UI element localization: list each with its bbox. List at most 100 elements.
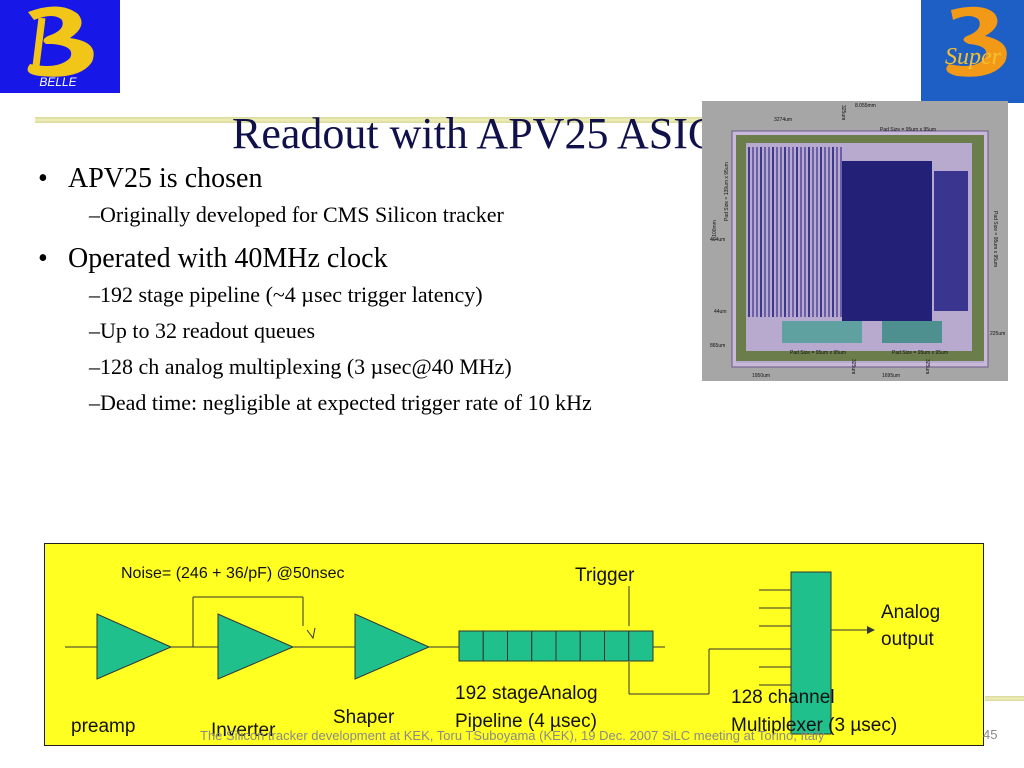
sub-bullet-glyph: – xyxy=(89,390,100,415)
sub-bullet-text: 192 stage pipeline (~4 µsec trigger late… xyxy=(100,282,483,307)
chip-label-404: 404um xyxy=(710,237,725,243)
sub-bullet-glyph: – xyxy=(89,202,100,227)
belle-logo-graphic: BELLE xyxy=(0,0,120,93)
chip-column xyxy=(776,147,778,317)
pipeline-label-line-1: 192 stageAnalog xyxy=(455,683,598,704)
chip-label-1950: 1950um xyxy=(752,373,770,379)
title-rule xyxy=(35,117,775,123)
pipeline-cell xyxy=(458,630,484,662)
chip-column xyxy=(816,147,818,317)
chip-pad-ring xyxy=(736,135,984,361)
analog-output-label: Analog output xyxy=(881,599,940,653)
sub-bullet-item: –192 stage pipeline (~4 µsec trigger lat… xyxy=(38,280,679,310)
pipeline-cell xyxy=(628,630,654,662)
chip-label-325a: 325um xyxy=(850,359,856,374)
chip-label-865: 865um xyxy=(710,343,725,349)
chip-column xyxy=(796,147,798,317)
super-belle-logo: Super xyxy=(921,0,1024,103)
sub-bullet-glyph: – xyxy=(89,354,100,379)
bullet-item: •Operated with 40MHz clock xyxy=(38,240,698,278)
chip-label-height: 7.100mm xyxy=(712,220,718,241)
chip-label-pad-left: Pad Size = 139um x 95um xyxy=(724,162,730,221)
chip-label-44: 44um xyxy=(714,309,727,315)
chip-column xyxy=(820,147,822,317)
chip-column xyxy=(792,147,794,317)
output-arrowhead xyxy=(867,626,875,634)
sub-bullet-item: –Dead time: negligible at expected trigg… xyxy=(38,388,679,418)
chip-label-325b: 325um xyxy=(924,359,930,374)
belle-logo: BELLE xyxy=(0,0,120,93)
belle-logo-text: BELLE xyxy=(39,75,77,89)
footer-rule xyxy=(985,696,1024,701)
bullet-text: Operated with 40MHz clock xyxy=(68,243,388,274)
chip-column xyxy=(788,147,790,317)
chip-label-1695: 1695um xyxy=(882,373,900,379)
chip-column xyxy=(784,147,786,317)
chip-column xyxy=(760,147,762,317)
chip-column xyxy=(780,147,782,317)
pipeline-label-line-2: Pipeline (4 µsec) xyxy=(455,711,597,732)
shaper-amplifier xyxy=(354,613,431,680)
chip-column xyxy=(812,147,814,317)
preamp-label: preamp xyxy=(71,716,136,737)
pipeline-cell xyxy=(555,630,581,662)
pipeline-cell xyxy=(531,630,557,662)
feedback-arrowhead xyxy=(306,627,316,640)
inverter-label: Inverter xyxy=(211,720,276,741)
apv25-chip-drawing: 8.055mm 3274um Pad Size = 95um x 95um 7.… xyxy=(702,101,1008,381)
sub-bullet-item: –128 ch analog multiplexing (3 µsec@40 M… xyxy=(38,352,679,382)
chip-label-pad-right: Pad Size = 95um x 95um xyxy=(992,211,998,267)
chip-column xyxy=(756,147,758,317)
bullet-list: •APV25 is chosen–Originally developed fo… xyxy=(38,160,698,418)
chip-column xyxy=(764,147,766,317)
sub-bullet-text: Up to 32 readout queues xyxy=(100,318,316,343)
pipeline-cell xyxy=(507,630,533,662)
page-number: 45 xyxy=(983,727,998,742)
pipeline-cell xyxy=(604,630,630,662)
chip-column xyxy=(836,147,838,317)
multiplexer-label-line-1: 128 channel xyxy=(731,687,835,708)
inverter-amplifier xyxy=(217,613,295,680)
chip-column xyxy=(840,147,842,317)
chip-column xyxy=(772,147,774,317)
block-diagram-svg xyxy=(65,571,875,735)
shaper-label: Shaper xyxy=(333,707,395,728)
chip-column xyxy=(804,147,806,317)
analog-output-line-2: output xyxy=(881,629,934,650)
multiplexer-block xyxy=(790,571,832,735)
sub-bullet-text: Dead time: negligible at expected trigge… xyxy=(100,390,592,415)
multiplexer-label: 128 channel Multiplexer (3 µsec) xyxy=(731,684,897,740)
signal-wires xyxy=(65,586,867,695)
pipeline-cell xyxy=(579,630,605,662)
chip-label-width-total: 8.055mm xyxy=(855,103,876,109)
slide-title: Readout with APV25 ASIC xyxy=(232,109,702,158)
pipeline-cells xyxy=(458,630,654,662)
noise-label: Noise= (246 + 36/pF) @50nsec xyxy=(121,565,345,582)
chip-label-pad-bottom-right: Pad Size = 95um x 95um xyxy=(892,350,948,356)
footer-text: The Silicon tracker development at KEK, … xyxy=(200,728,825,743)
chip-column xyxy=(832,147,834,317)
chip-label-width-left: 3274um xyxy=(774,117,792,123)
sub-bullet-item: –Up to 32 readout queues xyxy=(38,316,679,346)
chip-column xyxy=(828,147,830,317)
bullet-glyph: • xyxy=(38,163,48,194)
multiplexer-label-line-2: Multiplexer (3 µsec) xyxy=(731,715,898,736)
chip-label-pad-bottom-left: Pad Size = 95um x 95um xyxy=(790,350,846,356)
chip-column xyxy=(808,147,810,317)
analog-output-line-1: Analog xyxy=(881,602,941,623)
chip-layout-image: 8.055mm 3274um Pad Size = 95um x 95um 7.… xyxy=(702,101,1008,381)
readout-block-diagram: Noise= (246 + 36/pF) @50nsec Trigger Ana… xyxy=(44,543,984,746)
chip-column xyxy=(768,147,770,317)
chip-column xyxy=(748,147,750,317)
chip-label-pad-top: Pad Size = 95um x 95um xyxy=(880,127,936,133)
pipeline-label: 192 stageAnalog Pipeline (4 µsec) xyxy=(455,680,598,736)
pipeline-cell xyxy=(482,630,508,662)
chip-column xyxy=(800,147,802,317)
chip-column xyxy=(824,147,826,317)
preamp-amplifier xyxy=(96,613,173,680)
trigger-label: Trigger xyxy=(575,565,635,586)
bullet-item: •APV25 is chosen xyxy=(38,160,698,198)
chip-columns xyxy=(748,147,842,317)
sub-bullet-text: Originally developed for CMS Silicon tra… xyxy=(100,202,504,227)
super-logo-text: Super xyxy=(945,44,1002,70)
